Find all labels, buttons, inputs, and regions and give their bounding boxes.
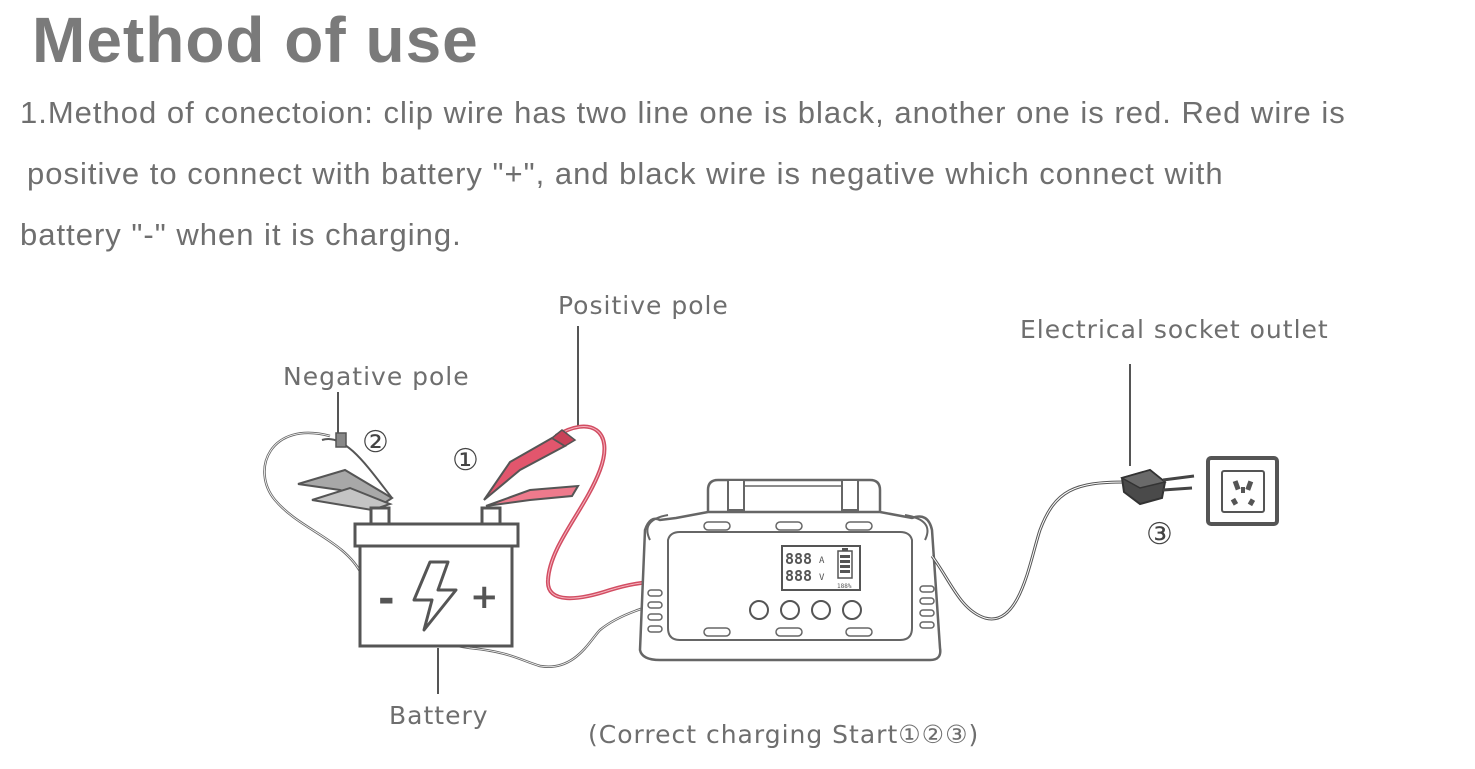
battery-minus-symbol: - bbox=[378, 576, 395, 622]
charger-button-2[interactable] bbox=[780, 600, 800, 620]
charger-button-3[interactable] bbox=[811, 600, 831, 620]
negative-clamp bbox=[297, 432, 394, 512]
lcd-volts-digits: 888 bbox=[785, 567, 812, 585]
socket-label: Electrical socket outlet bbox=[1020, 315, 1329, 344]
positive-wire-highlight bbox=[547, 426, 656, 599]
battery-label: Battery bbox=[389, 701, 489, 730]
step-marker-3: ③ bbox=[1146, 517, 1173, 552]
wall-socket-icon bbox=[1206, 456, 1279, 526]
power-plug bbox=[1120, 468, 1195, 506]
caption-label: (Correct charging Start①②③) bbox=[588, 720, 979, 749]
positive-wire bbox=[545, 424, 656, 601]
battery-plus-symbol: + bbox=[470, 577, 499, 617]
negative-pole-label: Negative pole bbox=[283, 362, 470, 391]
page-title: Method of use bbox=[32, 4, 479, 76]
lcd-percent: 188% bbox=[837, 583, 852, 590]
lcd-amps-digits: 888 bbox=[785, 550, 812, 568]
lcd-volts-unit: V bbox=[819, 573, 825, 583]
charger-button-1[interactable] bbox=[749, 600, 769, 620]
battery: - + bbox=[353, 506, 520, 648]
positive-clamp bbox=[483, 429, 580, 507]
charger-button-4[interactable] bbox=[842, 600, 862, 620]
instruction-line-1: 1.Method of conectoion: clip wire has tw… bbox=[20, 95, 1346, 130]
power-cord bbox=[930, 480, 1126, 621]
lcd-battery-icon bbox=[837, 548, 853, 579]
instruction-paragraph: 1.Method of conectoion: clip wire has tw… bbox=[20, 82, 1470, 265]
power-cord-inner bbox=[931, 481, 1126, 620]
step-marker-2: ② bbox=[362, 425, 389, 460]
instruction-line-3: battery "-" when it is charging. bbox=[20, 217, 462, 252]
battery-charger: 888 A 888 V 188% bbox=[638, 478, 942, 662]
step-marker-1: ① bbox=[452, 443, 479, 478]
instruction-line-2: positive to connect with battery "+", an… bbox=[27, 156, 1224, 191]
lightning-bolt-icon bbox=[412, 560, 458, 632]
lcd-amps-unit: A bbox=[819, 556, 825, 566]
positive-pole-label: Positive pole bbox=[558, 291, 729, 320]
